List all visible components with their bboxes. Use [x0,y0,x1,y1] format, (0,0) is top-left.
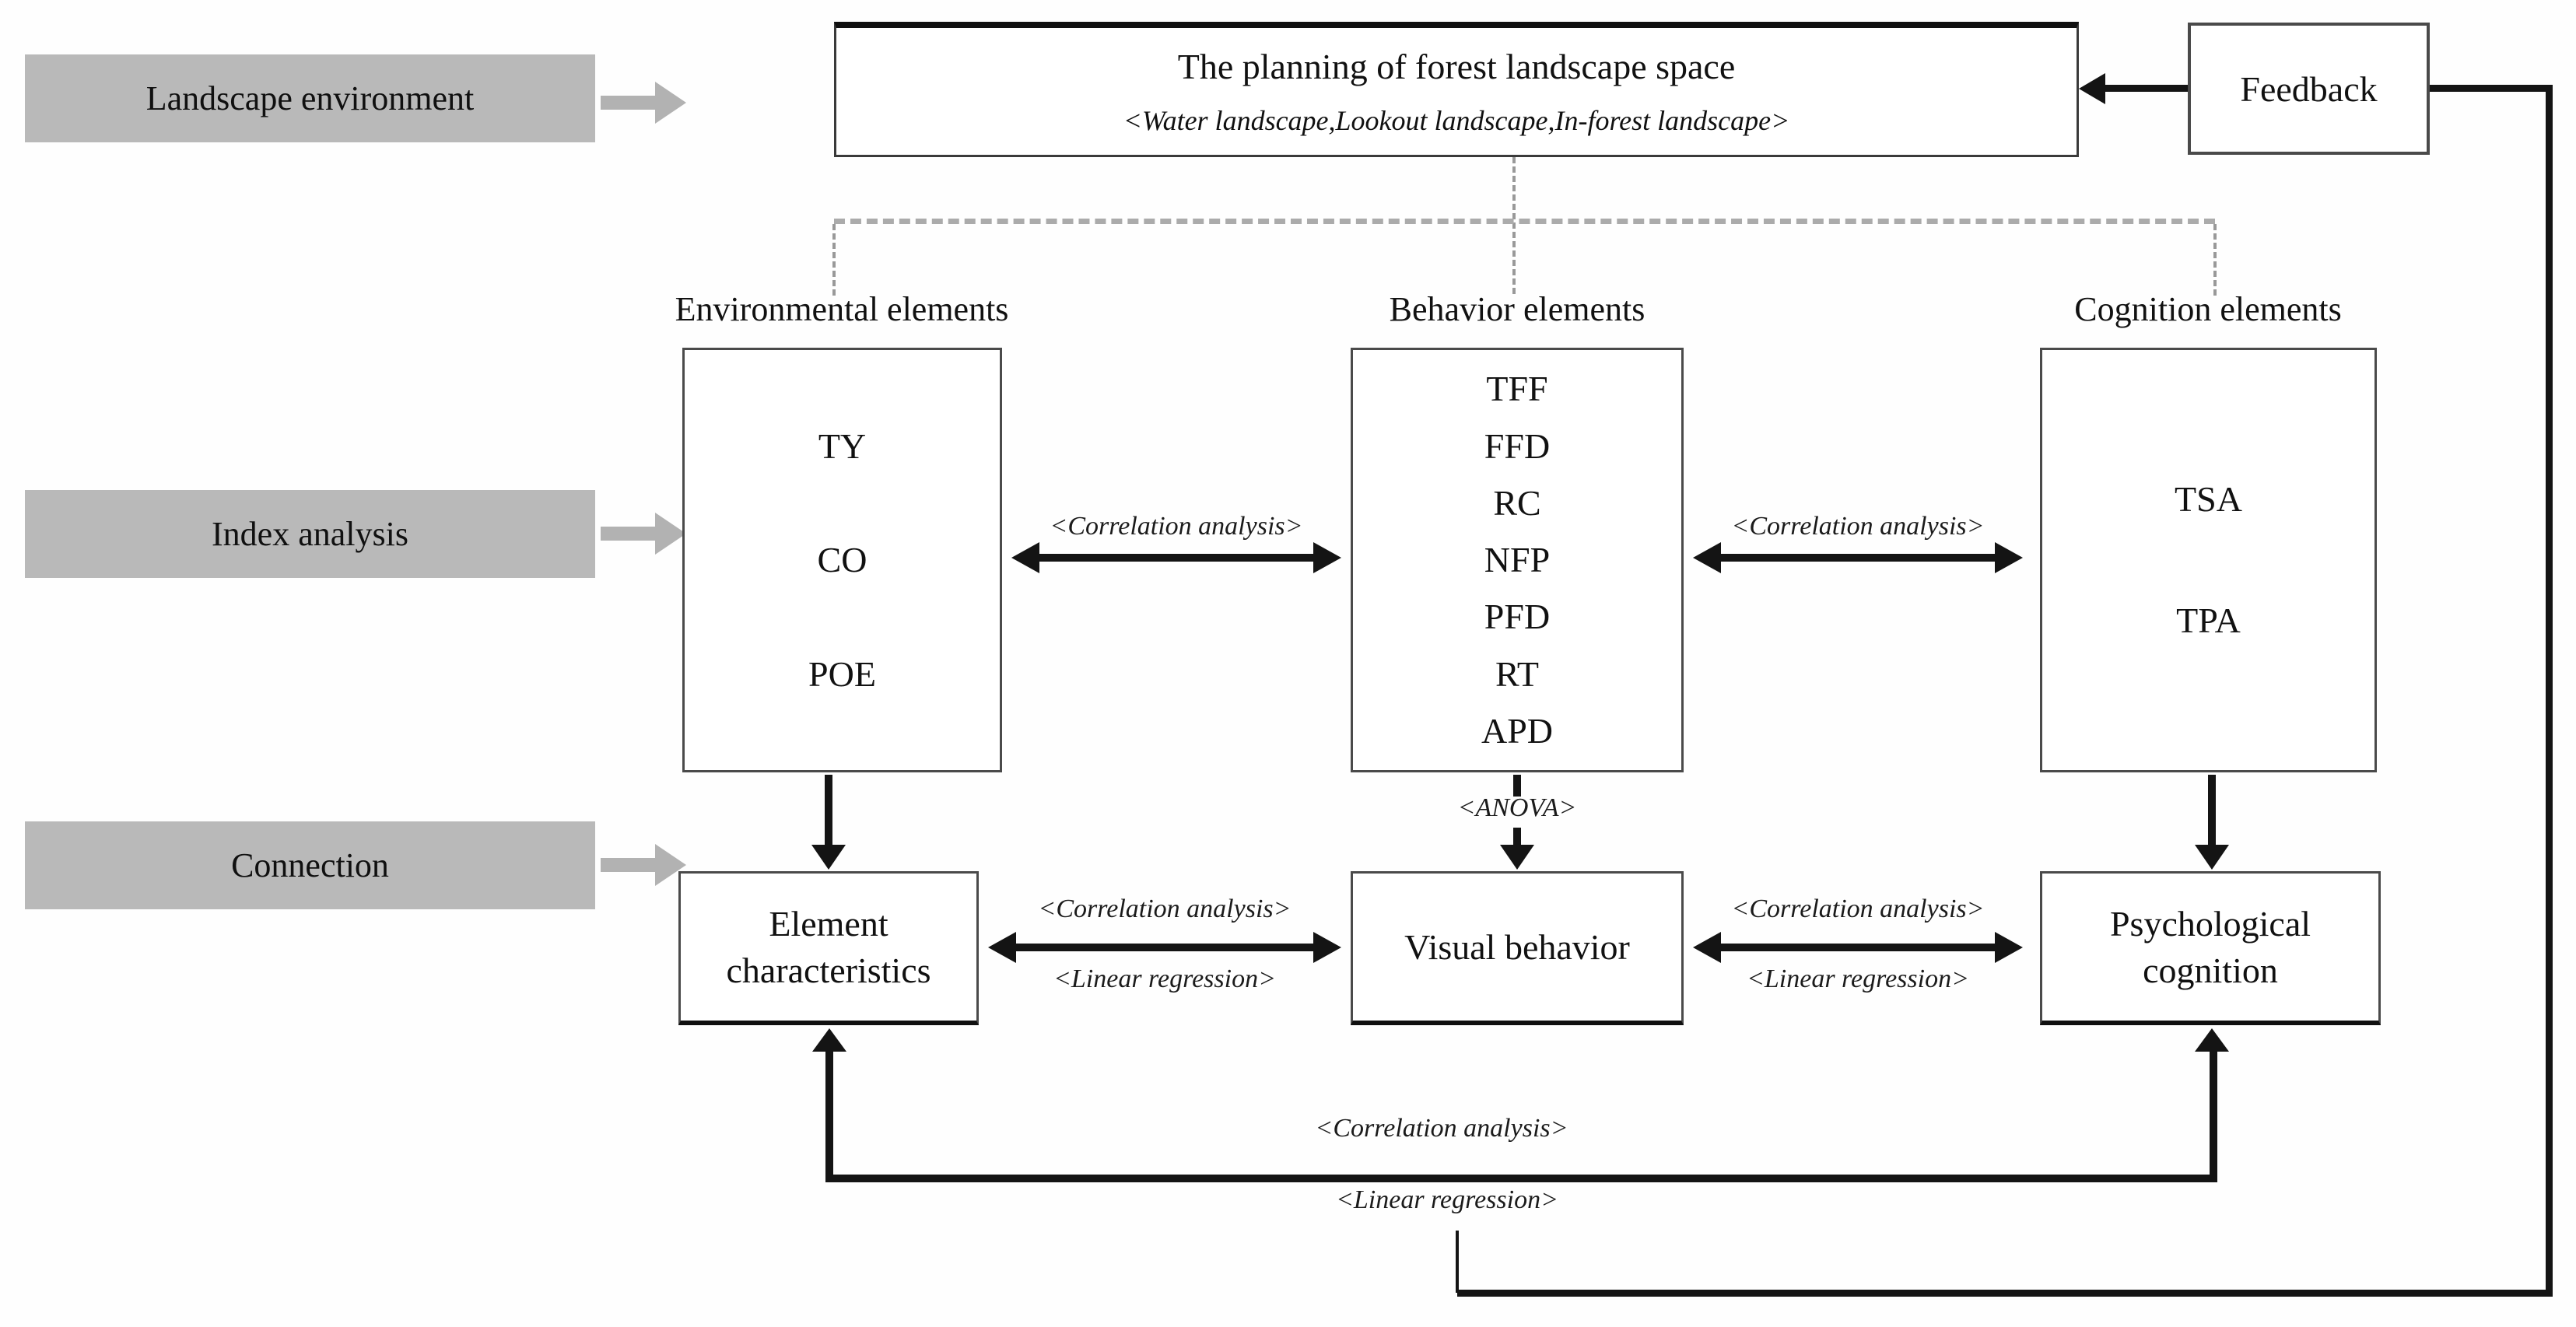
u-connector-horizontal-line [825,1175,2217,1182]
linear-regression-label-vb-pc: <Linear regression> [1746,965,1970,993]
double-arrow-shaft [1011,944,1321,951]
planning-title: The planning of forest landscape space [1177,46,1736,86]
cognition-item: TSA [2175,479,2242,519]
feedback-loop-top-line [2430,85,2553,92]
feedback-loop-bottom-line [1457,1290,2553,1297]
cognition-to-result-arrowhead [2195,845,2229,870]
double-arrowhead-right [1313,542,1341,573]
linear-regression-label-bottom: <Linear regression> [1335,1185,1559,1214]
env-to-result-line [825,775,832,846]
cognition-to-result-line [2208,775,2216,846]
gray-arrow-icon-1 [655,82,686,124]
stage-label-connection: Connection [25,821,595,909]
dashed-connector-right [2213,224,2217,296]
u-connector-arrowhead-right [2195,1028,2229,1052]
u-connector-arrowhead-left [812,1028,846,1052]
correlation-label-behavior-cognition: <Correlation analysis> [1731,512,1985,541]
gray-arrow-shaft-3 [601,858,657,872]
feedback-loop-riser-line [1456,1231,1459,1293]
environmental-elements-box: TY CO POE [682,348,1002,772]
behavior-item: PFD [1484,597,1551,637]
stage-label-index-analysis: Index analysis [25,490,595,578]
psychological-cognition-box: Psychological cognition [2040,871,2381,1025]
cognition-item: TPA [2176,600,2241,640]
result-label: Element characteristics [726,903,931,990]
behavior-item: RC [1493,482,1541,523]
behavior-item: RT [1495,653,1540,694]
env-to-result-arrowhead [811,845,846,870]
gray-arrow-icon-2 [655,513,686,555]
result-label: Psychological cognition [2109,903,2311,990]
column-title-environmental: Environmental elements [675,290,1009,328]
planning-subtitle: <Water landscape,Lookout landscape,In-fo… [1123,105,1790,137]
behavior-item: APD [1481,710,1554,751]
double-arrowhead-right [1313,932,1341,963]
gray-arrow-shaft-1 [601,96,657,110]
behavior-item: FFD [1484,425,1551,466]
double-arrow-shaft [1035,554,1321,562]
env-item: POE [808,653,876,694]
element-characteristics-box: Element characteristics [678,871,979,1025]
correlation-label-bottom: <Correlation analysis> [1315,1114,1568,1143]
env-item: TY [818,425,867,466]
double-arrow-shaft [1716,944,2003,951]
behavior-to-result-arrowhead [1500,845,1534,870]
u-connector-riser-left [825,1049,833,1178]
dashed-connector-middle [1512,157,1516,294]
double-arrow-shaft [1716,554,2003,562]
feedback-to-planning-line [2104,85,2188,92]
cognition-elements-box: TSA TPA [2040,348,2377,772]
planning-box: The planning of forest landscape space <… [834,22,2079,157]
double-arrowhead-right [1995,932,2023,963]
behavior-to-result-line-upper [1513,775,1521,797]
result-label: Visual behavior [1404,926,1630,967]
stage-label-landscape-environment: Landscape environment [25,54,595,142]
feedback-label: Feedback [2240,68,2378,109]
behavior-elements-box: TFF FFD RC NFP PFD RT APD [1351,348,1684,772]
behavior-item: TFF [1486,369,1548,409]
correlation-label-vb-pc: <Correlation analysis> [1731,895,1985,923]
env-item: CO [817,540,867,579]
feedback-box: Feedback [2188,23,2430,155]
dashed-connector-left [832,224,836,296]
correlation-label-env-behavior: <Correlation analysis> [1050,512,1303,541]
stage-label-text: Connection [231,846,389,884]
stage-label-text: Landscape environment [145,79,475,117]
column-title-cognition: Cognition elements [2074,290,2342,328]
stage-label-text: Index analysis [212,515,408,553]
column-title-behavior: Behavior elements [1389,290,1645,328]
correlation-label-ec-vb: <Correlation analysis> [1038,895,1292,923]
gray-arrow-shaft-2 [601,527,657,541]
anova-label: <ANOVA> [1457,793,1577,822]
double-arrowhead-right [1995,542,2023,573]
behavior-to-result-line-lower [1513,828,1521,846]
u-connector-riser-right [2210,1049,2217,1178]
feedback-to-planning-arrowhead [2079,73,2105,104]
linear-regression-label-ec-vb: <Linear regression> [1053,965,1277,993]
dashed-connector-horizontal [834,219,2215,224]
feedback-loop-right-line [2546,85,2553,1297]
behavior-item: NFP [1484,540,1551,579]
visual-behavior-box: Visual behavior [1351,871,1684,1025]
